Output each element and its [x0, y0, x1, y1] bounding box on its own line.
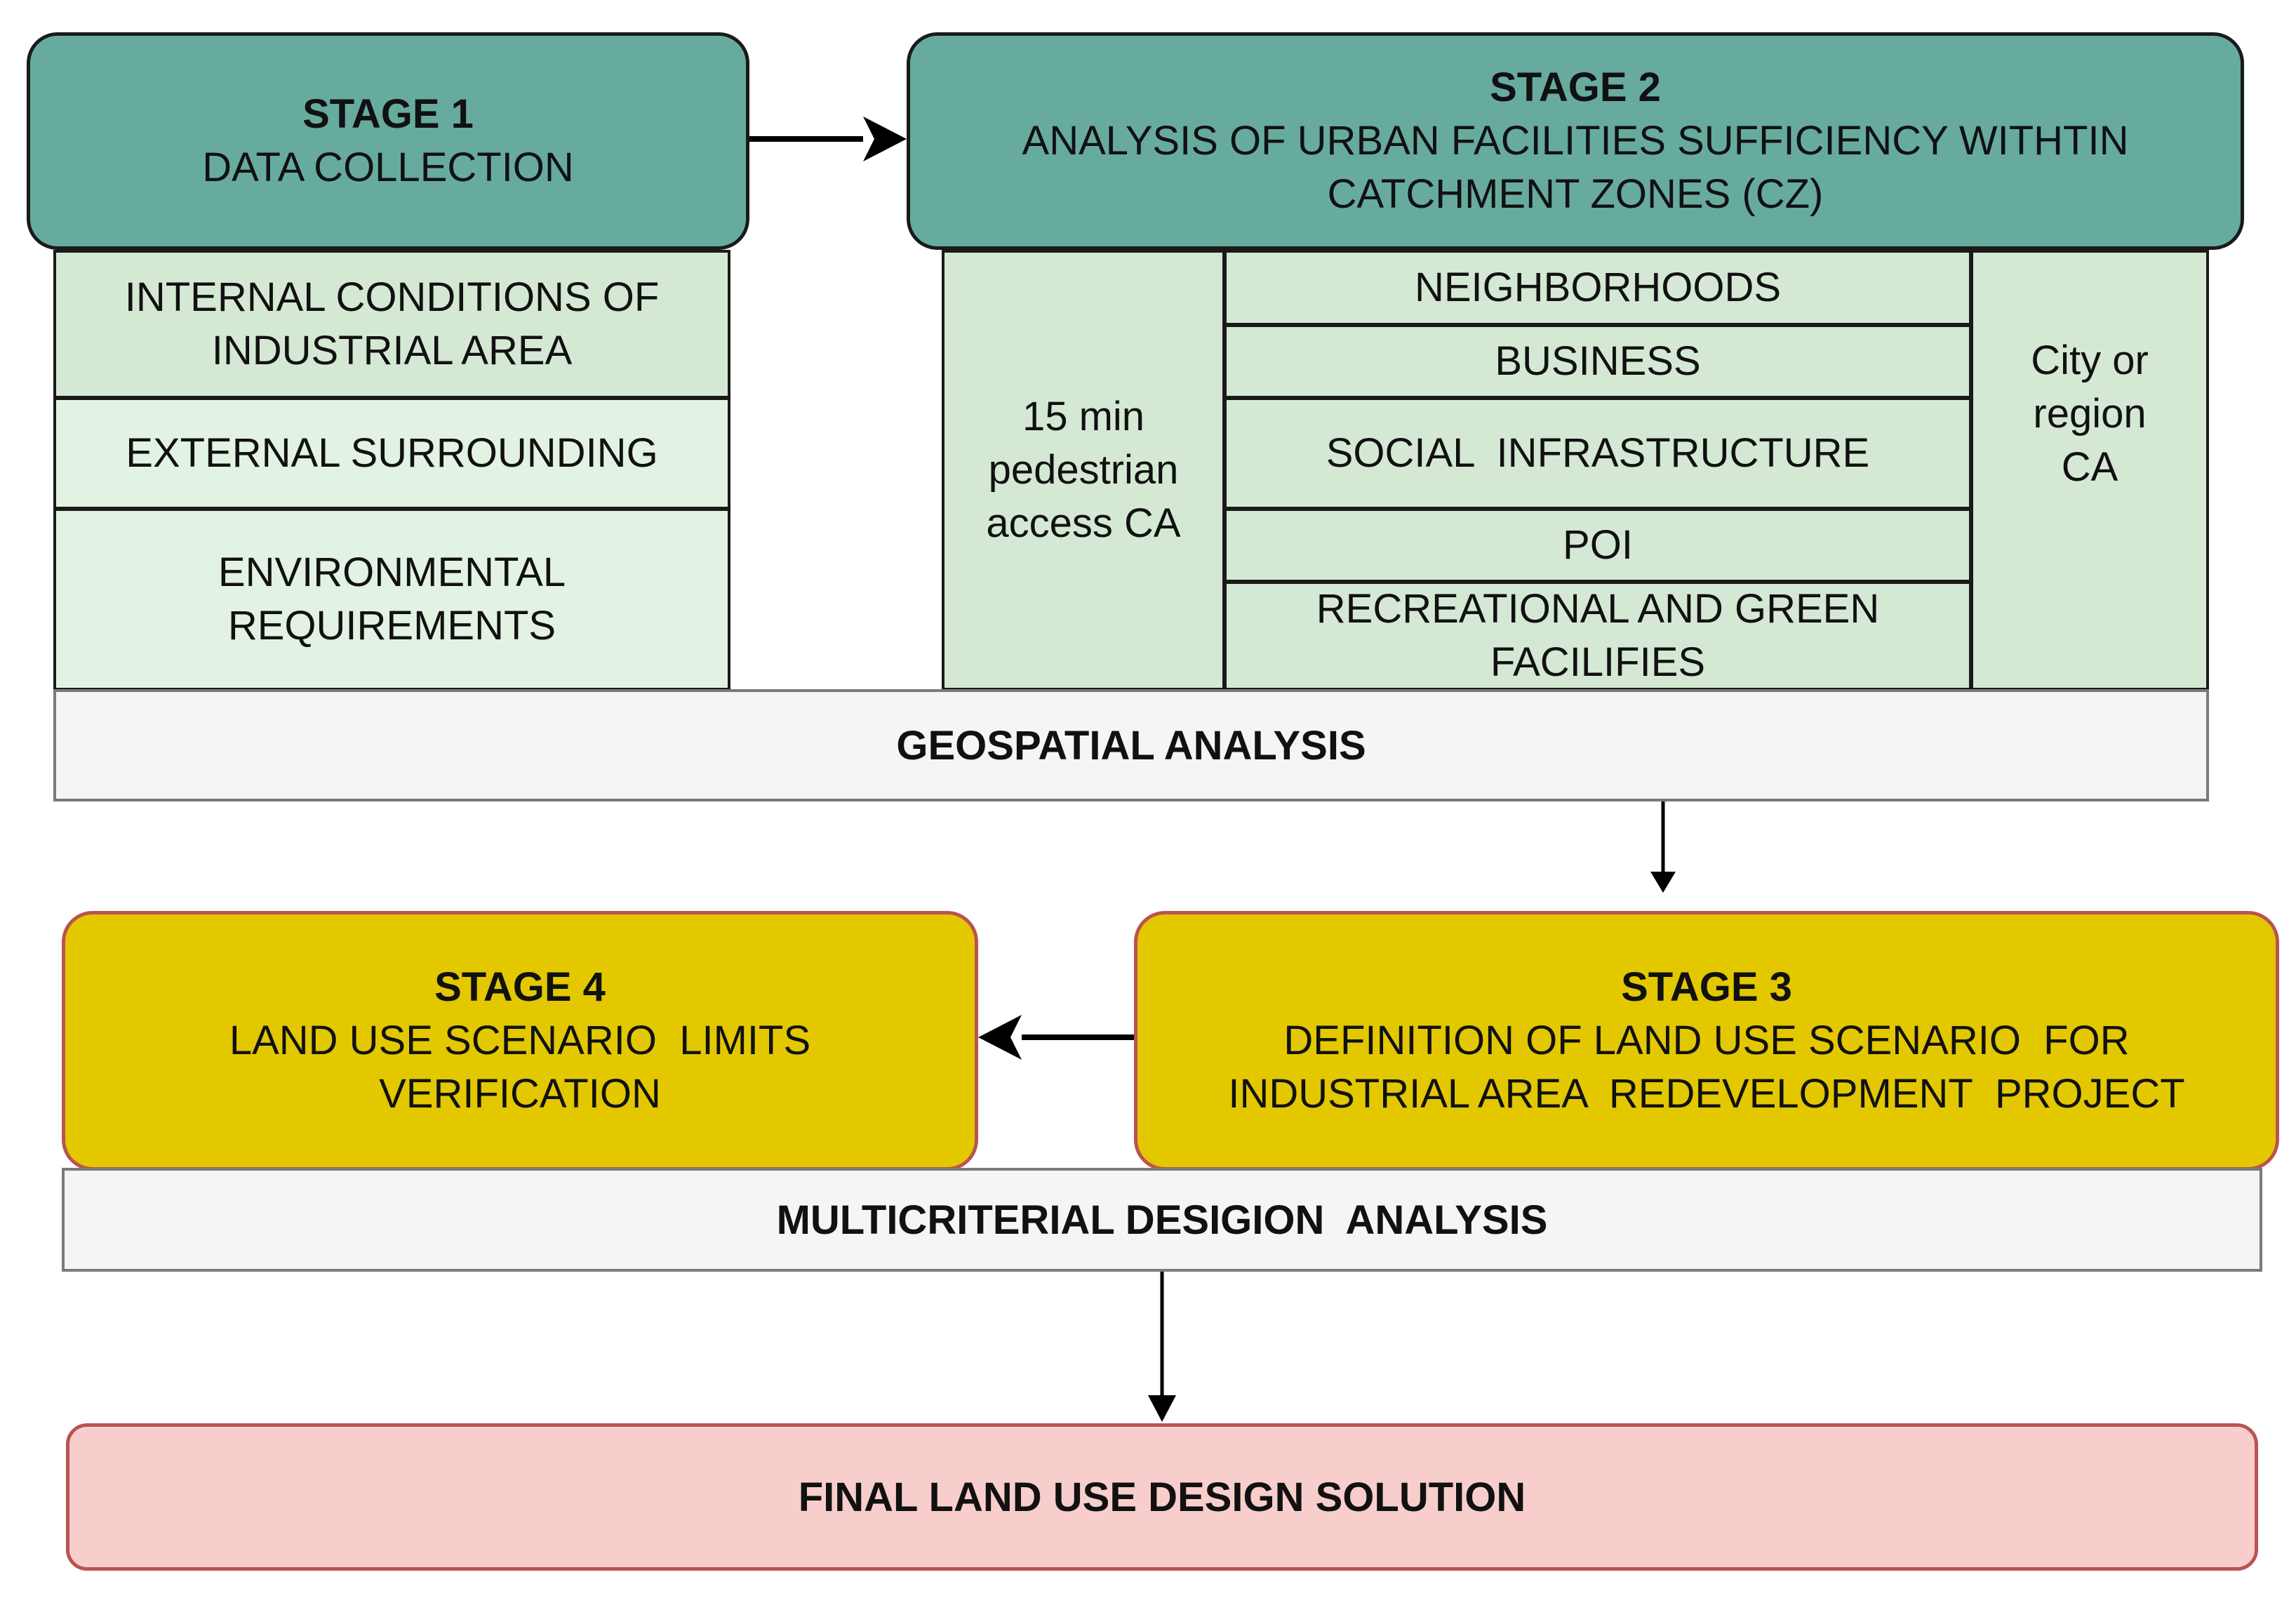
stage3-subtitle-line1: DEFINITION OF LAND USE SCENARIO FOR: [1283, 1018, 2130, 1063]
arrow-multicriteria-to-final: [1148, 1272, 1176, 1422]
geospatial-analysis-band: GEOSPATIAL ANALYSIS: [53, 689, 2209, 801]
arrow-geospatial-to-stage3: [1650, 801, 1676, 893]
stage2-title: STAGE 2: [1490, 65, 1661, 110]
arrow-stage1-to-stage2: [749, 117, 907, 161]
stage2-pedestrian-access: 15 min pedestrian access CA: [942, 250, 1225, 691]
stage2-item-recreational: RECREATIONAL AND GREEN FACILIFIES: [1224, 581, 1972, 691]
stage1-box: STAGE 1 DATA COLLECTION: [27, 32, 749, 250]
stage3-subtitle-line2: INDUSTRIAL AREA REDEVELOPMENT PROJECT: [1228, 1071, 2185, 1117]
stage4-subtitle-line1: LAND USE SCENARIO LIMITS: [229, 1018, 811, 1063]
stage1-item-internal: INTERNAL CONDITIONS OF INDUSTRIAL AREA: [53, 250, 730, 399]
stage1-title: STAGE 1: [302, 91, 474, 137]
stage1-subtitle: DATA COLLECTION: [202, 145, 574, 190]
stage4-title: STAGE 4: [434, 964, 606, 1010]
stage1-item-environmental: ENVIRONMENTAL REQUIREMENTS: [53, 508, 730, 691]
stage2-subtitle-line1: ANALYSIS OF URBAN FACILITIES SUFFICIENCY…: [1022, 118, 2129, 164]
stage3-title: STAGE 3: [1621, 964, 1792, 1010]
stage2-city-region: City or region CA: [1970, 250, 2209, 691]
multicriteria-analysis-band: MULTICRITERIAL DESIGION ANALYSIS: [62, 1168, 2262, 1272]
stage2-subtitle-line2: CATCHMENT ZONES (CZ): [1327, 171, 1824, 217]
stage2-item-poi: POI: [1224, 508, 1972, 583]
final-solution-box: FINAL LAND USE DESIGN SOLUTION: [66, 1423, 2258, 1571]
stage4-subtitle-line2: VERIFICATION: [379, 1071, 661, 1117]
stage3-box: STAGE 3 DEFINITION OF LAND USE SCENARIO …: [1134, 911, 2279, 1171]
arrow-stage3-to-stage4: [978, 1015, 1134, 1060]
stage2-item-business: BUSINESS: [1224, 324, 1972, 399]
stage2-box: STAGE 2 ANALYSIS OF URBAN FACILITIES SUF…: [907, 32, 2244, 250]
stage2-item-neighborhoods: NEIGHBORHOODS: [1224, 250, 1972, 326]
stage4-box: STAGE 4 LAND USE SCENARIO LIMITS VERIFIC…: [62, 911, 978, 1171]
